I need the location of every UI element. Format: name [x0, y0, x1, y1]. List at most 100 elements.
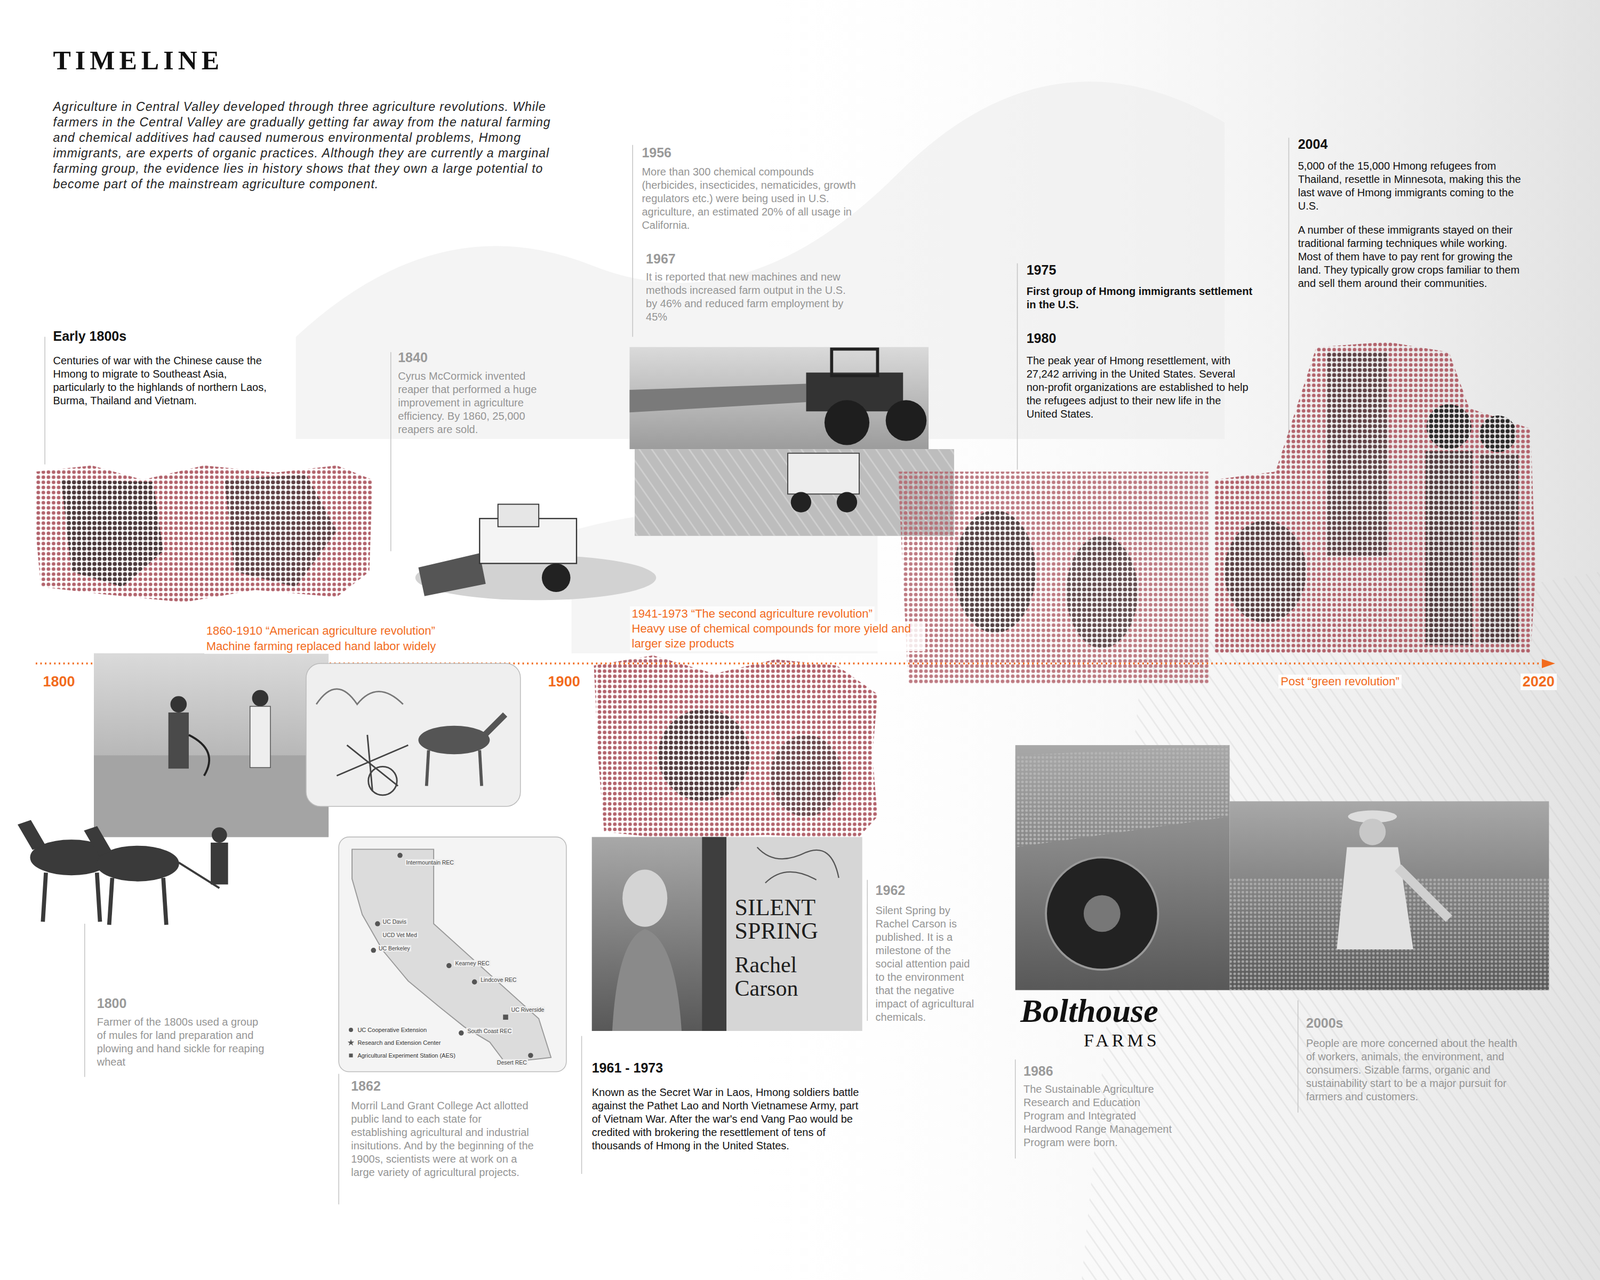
halftone-hmong-2004: [1214, 341, 1536, 654]
cover-ground: [726, 836, 862, 1031]
event-year: 1961 - 1973: [592, 1060, 663, 1076]
event-year: 1986: [1023, 1063, 1054, 1079]
farmer-head: [1358, 818, 1386, 846]
map-label: South Coast REC: [466, 1027, 513, 1035]
event-year: 1975: [1026, 262, 1057, 278]
event-text: It is reported that new machines and new…: [645, 270, 855, 324]
halftone-figure: [1224, 520, 1307, 623]
event-year: 1956: [641, 145, 672, 161]
map-label: Lindcove REC: [479, 976, 518, 983]
halftone-figure: [770, 734, 843, 817]
axis-year: 1900: [546, 673, 583, 691]
halftone-figure: [1326, 352, 1388, 557]
farmer-body: [250, 706, 271, 768]
book-cover: [726, 836, 862, 1031]
event-text: People are more concerned about the heal…: [1306, 1036, 1529, 1104]
leader-line: [338, 1073, 340, 1205]
bolthouse-photo: [1015, 745, 1230, 990]
portrait-face: [622, 869, 668, 927]
harvester-photo: [415, 504, 657, 600]
farmer-shirt: [1336, 847, 1413, 950]
plowman-head: [212, 827, 227, 843]
halftone-patch: [594, 655, 878, 839]
halftone-figure: [1479, 415, 1517, 453]
leader-line: [390, 352, 392, 551]
leader-line: [867, 880, 869, 1021]
halftone-figure: [1479, 454, 1519, 644]
event-year: Early 1800s: [53, 328, 127, 344]
event-text: 5,000 of the 15,000 Hmong refugees from …: [1298, 159, 1525, 213]
carson-photo: [592, 836, 727, 1031]
map-label: Intermountain REC: [405, 859, 455, 866]
logo-text: Bolthouse: [1020, 992, 1158, 1030]
legend-item: UC Cooperative Extension: [347, 1023, 455, 1037]
tractor-cab: [831, 349, 878, 376]
event-year: 1980: [1026, 330, 1057, 347]
map-marker: [397, 852, 403, 859]
legend-text: UC Cooperative Extension: [357, 1026, 427, 1034]
spreader-wheel: [836, 491, 858, 512]
legend-item: Agricultural Experiment Station (AES): [347, 1049, 455, 1062]
event-year: 1967: [645, 251, 676, 267]
map-label: UC Riverside: [510, 1006, 546, 1013]
event-text: Morril Land Grant College Act allotted p…: [350, 1099, 537, 1180]
event-year: 1862: [350, 1078, 381, 1094]
legend-marker: [347, 1026, 355, 1034]
map-label: Desert REC: [496, 1059, 528, 1066]
event-text: The peak year of Hmong resettlement, wit…: [1026, 354, 1254, 421]
reaper-wheel: [368, 766, 398, 796]
event-text: Centuries of war with the Chinese cause …: [53, 354, 270, 408]
halftone-hmong-1800s: [35, 465, 373, 603]
halftone-hmong-1975: [898, 471, 1210, 684]
map-marker: [458, 1030, 464, 1036]
halftone-figure: [954, 510, 1036, 634]
leader-line: [581, 1036, 583, 1174]
legend-text: Agricultural Experiment Station (AES): [357, 1052, 455, 1059]
halftone-patch: [1214, 341, 1536, 654]
mule-leg: [42, 872, 46, 922]
event-year: 1840: [397, 349, 428, 366]
era-text: Machine farming replaced hand labor wide…: [204, 638, 438, 654]
halftone-figure: [224, 474, 337, 588]
state-outline: [352, 849, 551, 1063]
horse-leg: [479, 750, 482, 787]
leader-line: [44, 337, 46, 465]
event-text: Farmer of the 1800s used a group of mule…: [97, 1015, 266, 1069]
halftone-patch: [35, 465, 373, 603]
halftone-figure: [61, 480, 164, 588]
map-marker: [502, 1014, 509, 1020]
map-label: UCD Vet Med: [381, 931, 419, 939]
leader-line: [1297, 1000, 1299, 1114]
reaper-engraving: [306, 663, 521, 807]
spreader: [787, 453, 860, 495]
leader-line: [84, 923, 86, 1077]
photo-ground: [1229, 801, 1549, 990]
map-marker: [374, 921, 381, 927]
california-map: [338, 836, 567, 1072]
leader-line: [632, 145, 634, 338]
mule-head: [84, 826, 112, 856]
map-label: UC Davis: [381, 918, 408, 925]
halftone-figure: [1425, 451, 1473, 646]
spreader-wheel: [790, 491, 812, 512]
event-year: 1962: [875, 882, 906, 899]
event-text: First group of Hmong immigrants settleme…: [1026, 284, 1254, 312]
event-text: Silent Spring by Rachel Carson is publis…: [875, 904, 980, 1024]
farmer-body: [168, 712, 189, 769]
book-title: SILENT SPRING: [734, 896, 860, 943]
map-label: UC Berkeley: [377, 945, 412, 952]
photo-ground: [93, 653, 329, 837]
halftone-patch: [898, 471, 1210, 684]
event-text: A number of these immigrants stayed on t…: [1298, 223, 1525, 291]
event-text: More than 300 chemical compounds (herbic…: [641, 165, 861, 232]
sprayer-boom: [629, 384, 806, 413]
trees: [316, 689, 404, 705]
event-text: Known as the Secret War in Laos, Hmong s…: [592, 1085, 870, 1153]
horse-leg: [426, 750, 429, 787]
map-frame: [338, 836, 567, 1072]
book-author: Rachel Carson: [734, 953, 860, 1000]
map-marker: [472, 979, 478, 985]
farmers-1800-photo: [93, 653, 329, 837]
halftone-figure: [658, 709, 750, 802]
